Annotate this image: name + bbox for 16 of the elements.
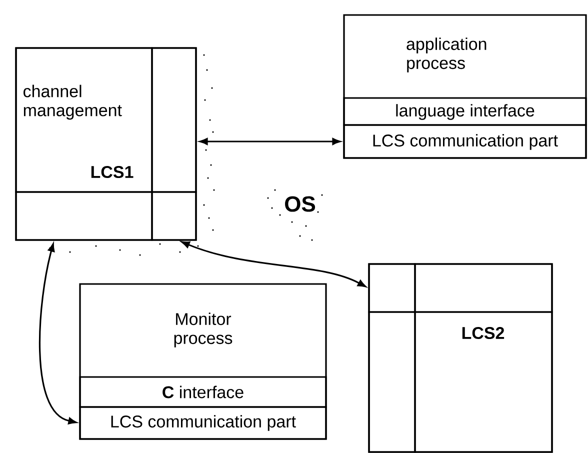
os-label: OS [285,196,316,212]
lcs-cell [368,311,416,453]
interface-band: LCS communication part [79,406,327,440]
lcs-cell [151,47,197,193]
lcs-cell [15,191,153,241]
lcs-cell [414,263,553,313]
arrow [199,138,341,145]
lcs-cell: LCS2 [414,311,553,453]
lcs-cell [368,263,416,313]
arrow [39,243,77,424]
interface-band: LCS communication part [343,124,587,159]
interface-band: language interface [343,97,587,126]
lcs-cell [151,191,197,241]
arrow [181,241,366,288]
lcs-cell: channel management LCS1 [15,47,153,193]
interface-band: C interface [79,376,327,408]
